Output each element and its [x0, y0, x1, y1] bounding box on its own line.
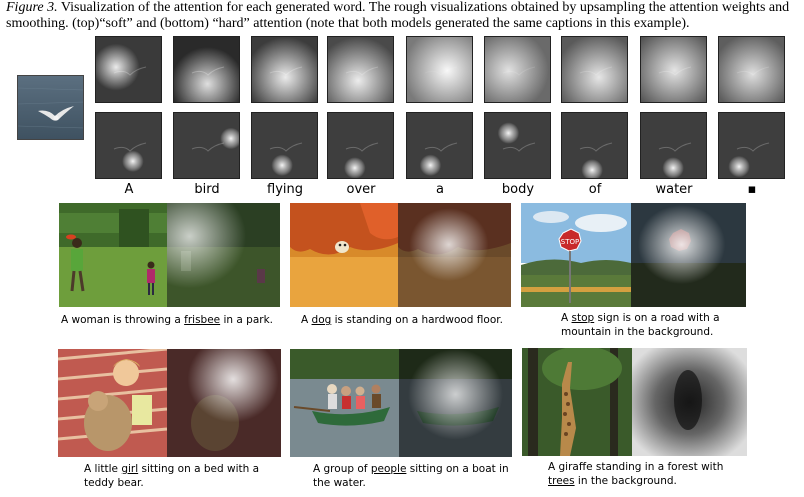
soft-attention-map [173, 36, 240, 103]
trees-attention-map [632, 348, 747, 456]
word-label: A [124, 182, 134, 197]
soft-attention-map [251, 36, 318, 103]
word-label: bird [194, 182, 220, 197]
example-people-caption: A group of people sitting on a boat in t… [313, 463, 509, 489]
word-label: a [436, 182, 444, 197]
stop-photo: STOP [521, 203, 631, 307]
soft-attention-map [406, 36, 473, 103]
soft-attention-map [561, 36, 628, 103]
frisbee-attention-map [167, 203, 280, 307]
hard-attention-map [327, 112, 394, 179]
hard-attention-map [406, 112, 473, 179]
hard-attention-map [173, 112, 240, 179]
word-label: ▪ [747, 182, 757, 197]
soft-attention-map [327, 36, 394, 103]
attended-word: people [370, 463, 407, 475]
soft-attention-map [718, 36, 785, 103]
people-attention-map [399, 349, 512, 457]
dog-photo [290, 203, 398, 307]
example-girl-images [58, 349, 281, 457]
attended-word: dog [311, 314, 332, 326]
attended-word: stop [571, 312, 595, 324]
attended-word: frisbee [184, 314, 221, 326]
stop-attention-map [631, 203, 746, 307]
figure-caption: Figure 3. Visualization of the attention… [6, 0, 800, 32]
example-trees-caption: A giraffe standing in a forest with tree… [548, 461, 724, 487]
word-label: over [346, 182, 376, 197]
caption-text: Visualization of the attention for each … [6, 0, 790, 31]
soft-attention-map [484, 36, 551, 103]
attended-word: trees [548, 475, 575, 487]
word-label: of [588, 182, 602, 197]
people-photo [290, 349, 399, 457]
example-frisbee-images [59, 203, 280, 307]
word-label: flying [267, 182, 303, 197]
example-girl-caption: A little girl sitting on a bed with a te… [84, 463, 260, 489]
dog-attention-map [398, 203, 511, 307]
girl-photo [58, 349, 167, 457]
word-label: water [655, 182, 693, 197]
hard-attention-map [251, 112, 318, 179]
example-dog-caption: A dog is standing on a hardwood floor. [301, 314, 503, 326]
giraffe-photo [522, 348, 632, 456]
girl-attention-map [167, 349, 281, 457]
hard-attention-map [640, 112, 707, 179]
word-label: body [501, 182, 535, 197]
stop-sign-text: STOP [561, 238, 579, 246]
example-stop-images: STOP [521, 203, 746, 307]
example-people-images [290, 349, 512, 457]
example-trees-images [522, 348, 747, 456]
example-frisbee-caption: A woman is throwing a frisbee in a park. [61, 314, 273, 326]
attended-word: girl [121, 463, 139, 475]
hard-attention-map [718, 112, 785, 179]
soft-attention-map [95, 36, 162, 103]
hard-attention-map [95, 112, 162, 179]
frisbee-photo [59, 203, 167, 307]
hard-attention-map [561, 112, 628, 179]
example-dog-images [290, 203, 511, 307]
example-stop-caption: A stop sign is on a road with a mountain… [561, 312, 720, 338]
figure-label: Figure 3. [6, 0, 58, 15]
bird-photo [17, 75, 84, 140]
soft-attention-map [640, 36, 707, 103]
hard-attention-map [484, 112, 551, 179]
